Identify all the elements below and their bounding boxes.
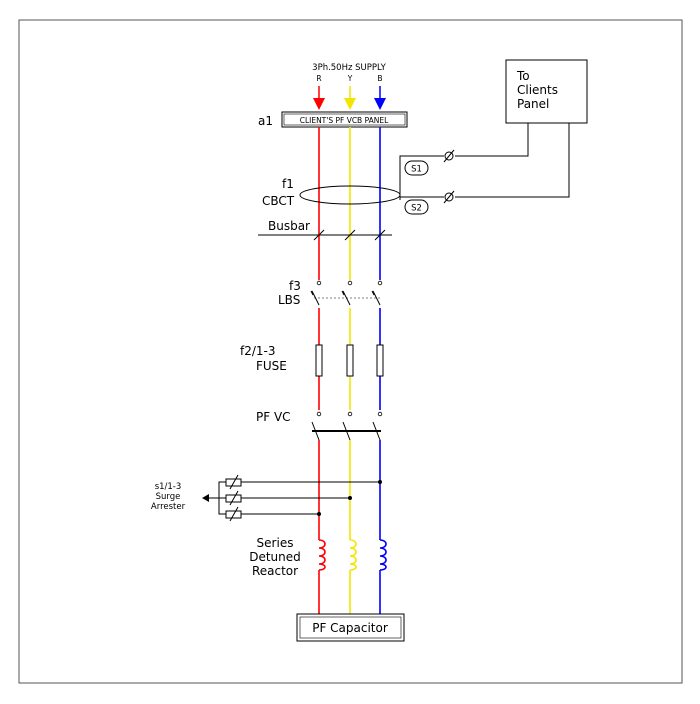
clients-panel-line3: Panel (517, 97, 549, 111)
clients-panel-box (505, 59, 588, 124)
reactor-line1: Series (257, 536, 294, 550)
s2-tag (404, 199, 429, 215)
fuse-b (376, 344, 384, 377)
panel-label: CLIENT'S PF VCB PANEL (300, 116, 389, 125)
busbar-label: Busbar (268, 219, 310, 233)
fuse-tag: f2/1-3 (240, 344, 276, 358)
reactor-coil-r (312, 539, 326, 571)
reactor-line2: Detuned (249, 550, 301, 564)
lbs-switch-b (371, 280, 386, 308)
pf-capacitor-box (296, 613, 405, 642)
s1-tag (404, 160, 429, 176)
lbs-switch-y (341, 280, 356, 308)
phase-label-y: Y (347, 74, 353, 83)
reactor-coil-b (373, 539, 387, 571)
s2-label: S2 (411, 204, 422, 214)
clients-panel-line1: To (516, 69, 530, 83)
surge-arrester-group (202, 474, 382, 522)
arrester-line1: Surge (156, 492, 181, 502)
cbct-core (299, 185, 401, 205)
arrester-line2: Arrester (151, 502, 186, 512)
arrester-tag: s1/1-3 (155, 482, 182, 492)
lbs-tag: f3 (289, 279, 301, 293)
clients-panel-line2: Clients (517, 83, 558, 97)
reactor-coil-y (343, 539, 357, 571)
panel-tag: a1 (258, 114, 273, 128)
capacitor-label: PF Capacitor (312, 621, 388, 635)
s1-label: S1 (411, 165, 422, 175)
ct-tag: f1 (282, 177, 294, 191)
phase-label-b: B (377, 74, 382, 83)
fuse-r (315, 344, 323, 377)
phase-label-r: R (316, 74, 321, 83)
lbs-switch-r (310, 280, 325, 308)
pfvc-label: PF VC (256, 410, 291, 424)
client-vcb-panel-box (281, 111, 408, 128)
vacuum-contactor (310, 410, 388, 444)
fuse-y (346, 344, 354, 377)
page-border (18, 19, 683, 684)
fuse-label: FUSE (256, 359, 287, 373)
lbs-label: LBS (278, 293, 300, 307)
reactor-line3: Reactor (252, 564, 298, 578)
supply-title: 3Ph.50Hz SUPPLY (312, 63, 386, 73)
ct-label: CBCT (262, 194, 295, 208)
